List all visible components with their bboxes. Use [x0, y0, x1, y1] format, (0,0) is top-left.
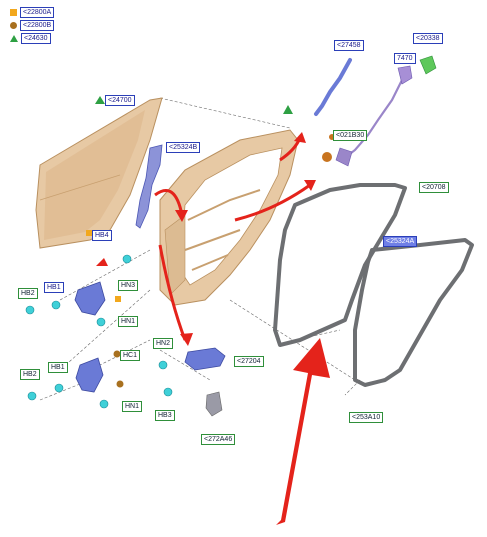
- check-strap: [184, 347, 226, 371]
- part-label-20708[interactable]: <20708: [419, 182, 449, 193]
- bracket-25324b: [135, 144, 163, 229]
- striker-272a46: [205, 391, 223, 417]
- part-label-hb2-lower[interactable]: HB2: [20, 369, 40, 380]
- inner-door-frame: [159, 129, 299, 306]
- legend-row-22800b: <22800B: [10, 20, 55, 31]
- part-label-hb1-upper[interactable]: HB1: [44, 282, 64, 293]
- lower-hinge-bracket: [75, 357, 104, 393]
- part-label-hn1-lower[interactable]: HN1: [122, 401, 143, 412]
- legend-row-24630: <24630: [10, 33, 51, 44]
- assembly-arrowheads: [96, 132, 316, 346]
- clip-fasteners: [25, 254, 173, 409]
- cable-7470: [335, 55, 437, 167]
- big-red-arrow: [276, 338, 330, 525]
- part-label-hb4[interactable]: HB4: [92, 230, 112, 241]
- marker-icons: [86, 96, 335, 388]
- upper-hinge-bracket: [74, 281, 106, 316]
- part-label-27458[interactable]: <27458: [334, 40, 364, 51]
- legend-label: <24630: [21, 33, 51, 44]
- part-label-24700[interactable]: <24700: [105, 95, 135, 106]
- part-label-hb3[interactable]: HB3: [155, 410, 175, 421]
- part-label-hn1-upper[interactable]: HN1: [118, 316, 139, 327]
- square-icon: [10, 9, 17, 16]
- part-label-25324a[interactable]: <25324A: [383, 236, 418, 247]
- part-label-021b30[interactable]: <021B30: [333, 130, 368, 141]
- part-label-272a46[interactable]: <272A46: [201, 434, 236, 445]
- legend-label: <22800B: [20, 20, 55, 31]
- circle-icon: [10, 22, 17, 29]
- triangle-icon: [10, 35, 18, 42]
- legend-label: <22800A: [20, 7, 55, 18]
- part-label-20338[interactable]: <20338: [413, 33, 443, 44]
- legend-row-22800a: <22800A: [10, 7, 55, 18]
- part-label-25324b[interactable]: <25324B: [166, 142, 201, 153]
- part-label-7470[interactable]: 7470: [394, 53, 416, 64]
- assembly-arrows: [154, 137, 311, 341]
- part-label-hb1-lower[interactable]: HB1: [48, 362, 68, 373]
- part-label-hb2-upper[interactable]: HB2: [18, 288, 38, 299]
- part-label-hn3[interactable]: HN3: [118, 280, 139, 291]
- outer-door-panel: [35, 97, 163, 249]
- part-label-hn2[interactable]: HN2: [153, 338, 174, 349]
- door-seal-20708: [273, 183, 407, 347]
- rod-27458: [314, 58, 352, 116]
- door-seal-253a10: [353, 238, 474, 387]
- part-label-hc1[interactable]: HC1: [120, 350, 141, 361]
- part-label-27204[interactable]: <27204: [234, 356, 264, 367]
- part-label-253a10[interactable]: <253A10: [349, 412, 384, 423]
